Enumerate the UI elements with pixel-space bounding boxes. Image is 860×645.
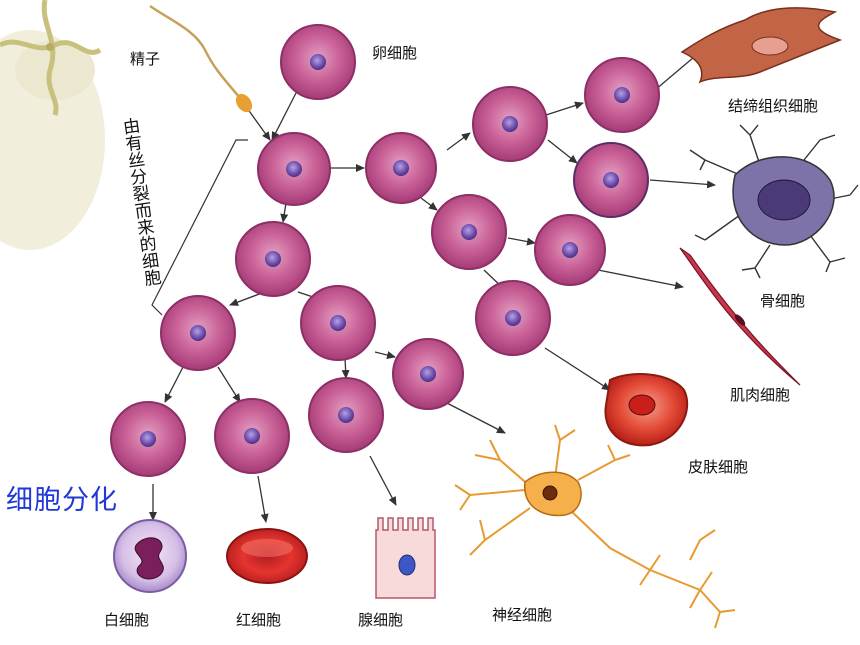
stem-cell [573, 142, 649, 218]
egg-cell [280, 24, 356, 100]
stem-cell [534, 214, 606, 286]
stem-cell [472, 86, 548, 162]
label-bone-cell: 骨细胞 [760, 292, 806, 310]
gland-cell [375, 517, 436, 599]
nerve-cell [454, 424, 736, 629]
corner-decoration [0, 0, 105, 250]
stem-cell [392, 338, 464, 410]
stem-cell [300, 285, 376, 361]
stem-cell [160, 295, 236, 371]
stem-cell [431, 194, 507, 270]
label-muscle-cell: 肌肉细胞 [730, 386, 791, 404]
label-white-blood-cell: 白细胞 [104, 611, 150, 629]
label-egg-cell: 卵细胞 [372, 44, 418, 62]
connective-tissue-cell [680, 7, 843, 84]
stem-cell [110, 401, 186, 477]
stem-cell [257, 132, 331, 206]
skin-cell [604, 373, 689, 447]
mitosis-bracket [151, 139, 248, 316]
bone-cell [689, 124, 859, 279]
label-sperm: 精子 [130, 50, 161, 68]
red-blood-cell [226, 528, 308, 584]
stem-cell [308, 377, 384, 453]
label-skin-cell: 皮肤细胞 [688, 458, 749, 476]
white-blood-cell [113, 519, 187, 593]
stem-cell [214, 398, 290, 474]
muscle-cell [679, 247, 801, 386]
diagram-title: 细胞分化 [6, 485, 118, 516]
label-connective-tissue-cell: 结缔组织细胞 [728, 97, 819, 115]
stem-cell [584, 57, 660, 133]
label-gland-cell: 腺细胞 [358, 611, 404, 629]
sperm-cell [149, 4, 253, 113]
stem-cell [475, 280, 551, 356]
label-red-blood-cell: 红细胞 [236, 611, 282, 629]
stem-cells [110, 57, 660, 477]
stem-cell [235, 221, 311, 297]
label-nerve-cell: 神经细胞 [492, 606, 553, 624]
stem-cell [365, 132, 437, 204]
